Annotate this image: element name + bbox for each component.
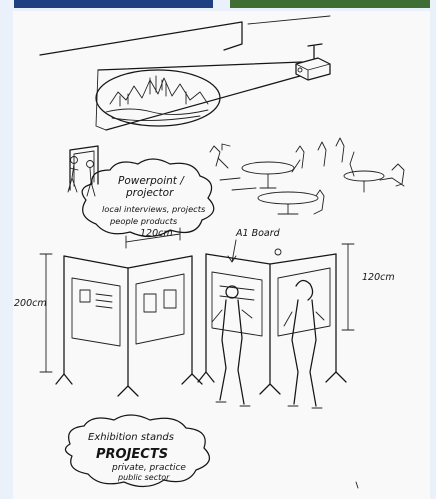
right-stand (198, 254, 346, 394)
left-stand (56, 256, 202, 396)
height-dimension-right: 120cm (342, 244, 395, 330)
sheet-mark (356, 482, 358, 488)
cloud-projector-line3: local interviews, projects (102, 204, 206, 214)
cloud-projector-line2: projector (125, 187, 174, 199)
exhibition-cloud: Exhibition stands PROJECTS private, prac… (65, 415, 209, 487)
cloud-exhibition-line4: public sector (117, 473, 170, 482)
visitor-figure-right (284, 280, 324, 408)
projected-image (96, 70, 220, 126)
board-callout: A1 Board (228, 228, 281, 262)
board-callout-label: A1 Board (235, 228, 281, 239)
projector-cloud: Powerpoint / projector local interviews,… (82, 159, 214, 237)
visitor-figure-left (212, 286, 252, 406)
height-right-label: 120cm (362, 272, 395, 283)
width-dimension-label: 120cm (140, 228, 173, 239)
ceiling-wall-lines (40, 16, 330, 55)
standing-people-left (68, 157, 95, 197)
round-tables (220, 162, 384, 214)
cloud-projector-line4: people products (109, 216, 178, 226)
cloud-exhibition-line3: private, practice (111, 463, 186, 473)
height-left-label: 200cm (14, 298, 47, 309)
width-dimension: 120cm (126, 228, 180, 248)
height-dimension-left: 200cm (14, 254, 52, 372)
cloud-exhibition-line1: Exhibition stands (88, 432, 174, 443)
cloud-projector-line1: Powerpoint / (118, 175, 185, 187)
projector-icon (296, 44, 330, 80)
cloud-exhibition-line2: PROJECTS (96, 447, 168, 462)
